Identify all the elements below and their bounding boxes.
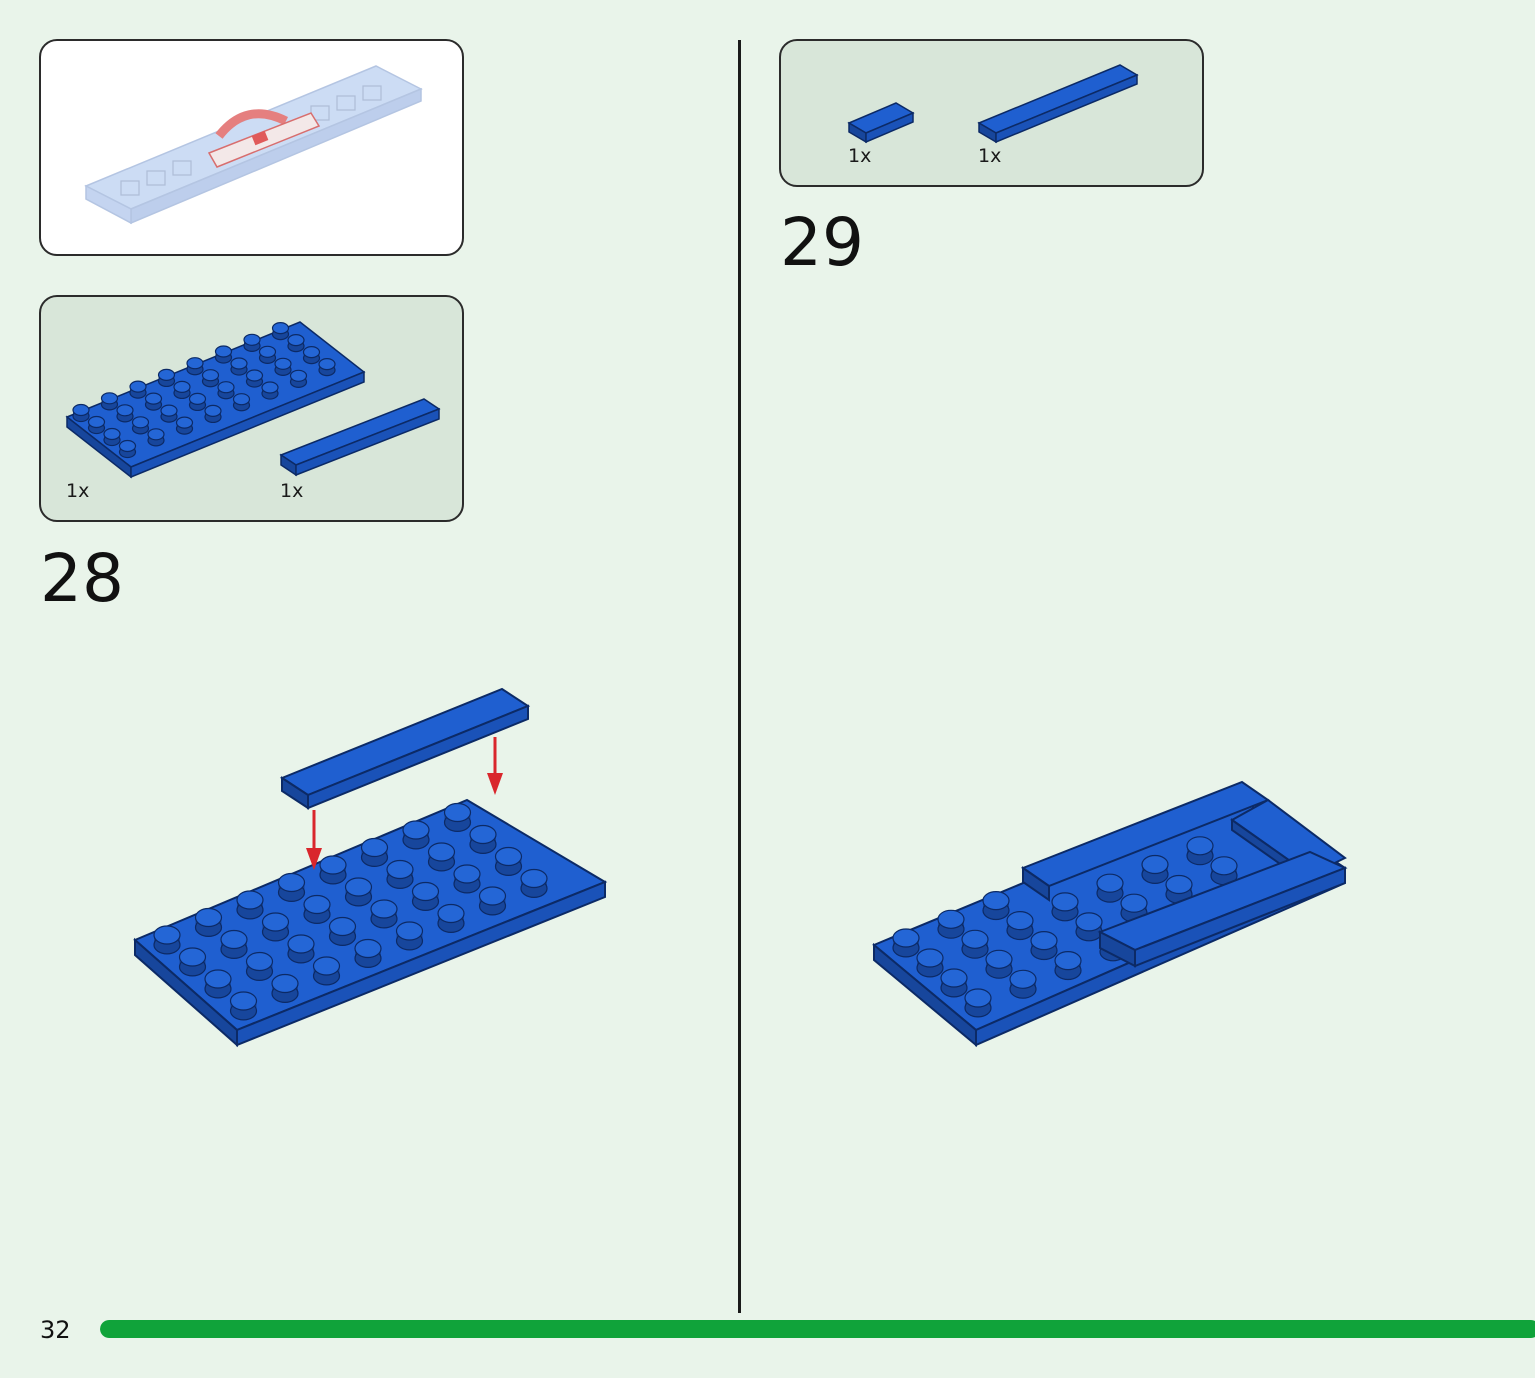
placement-arrow-icon: [306, 810, 322, 870]
progress-bar-fill: [100, 1320, 1535, 1338]
step-29-parts-box: 1x 1x: [779, 39, 1204, 187]
progress-bar: [100, 1320, 1535, 1338]
step-28-assembly-illustration: [133, 687, 608, 1048]
tile-1x8-icon: [279, 398, 441, 477]
overview-box: [39, 39, 464, 256]
page-number: 32: [40, 1316, 71, 1344]
tile-1x2-icon: [847, 102, 915, 144]
part-qty: 1x: [66, 480, 90, 502]
plate-4x8-icon: [65, 321, 366, 479]
part-qty: 1x: [978, 145, 1002, 167]
step-29-assembly-illustration: [872, 780, 1348, 1048]
placement-arrow-icon: [487, 737, 503, 795]
tile-1x8-icon: [977, 64, 1139, 144]
step-number: 28: [40, 540, 124, 617]
overview-model-illustration: [84, 65, 423, 225]
step-number: 29: [780, 204, 864, 281]
part-qty: 1x: [280, 480, 304, 502]
step-28-parts-box: 1x 1x: [39, 295, 464, 522]
column-divider: [738, 40, 741, 1313]
part-qty: 1x: [848, 145, 872, 167]
